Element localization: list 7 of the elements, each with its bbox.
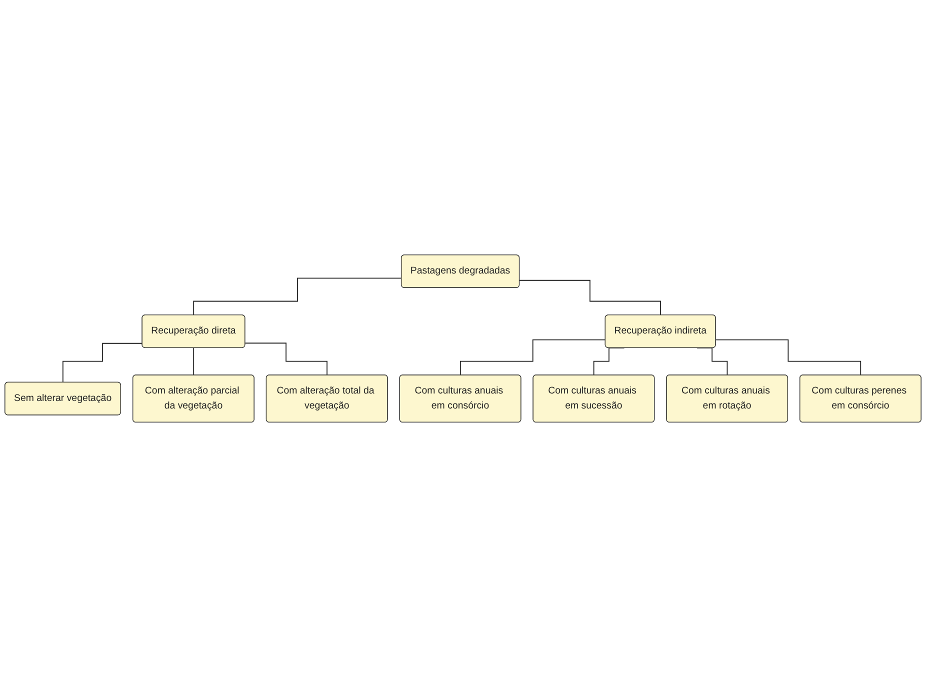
connector [193, 278, 402, 316]
connector [244, 342, 328, 376]
connector [519, 280, 662, 316]
connector [715, 339, 862, 376]
connector [62, 342, 143, 383]
connector [193, 347, 194, 376]
connector [460, 339, 606, 376]
